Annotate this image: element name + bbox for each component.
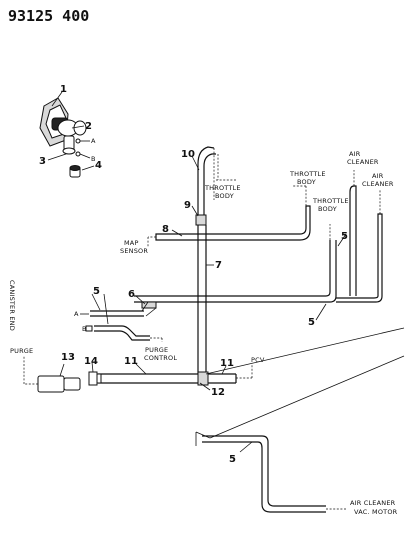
label-air-cleaner-2a: AIR bbox=[372, 172, 384, 180]
label-purge-control-b: CONTROL bbox=[144, 354, 177, 362]
valve-port-b: B bbox=[91, 155, 96, 163]
connector-6 bbox=[141, 301, 157, 309]
callout-4: 4 bbox=[95, 160, 102, 171]
hose-7 bbox=[197, 225, 207, 374]
label-throttle-body-2a: THROTTLE bbox=[289, 170, 326, 178]
label-map-sensor-a: MAP bbox=[124, 239, 139, 247]
callout-13: 13 bbox=[61, 352, 75, 363]
leader-1 bbox=[51, 91, 63, 107]
hose-5-vac-motor bbox=[202, 435, 326, 513]
callout-8: 8 bbox=[162, 224, 169, 235]
callout-5-pair: 5 bbox=[93, 286, 100, 297]
callout-5-throttle: 5 bbox=[341, 231, 348, 242]
callout-11-right: 11 bbox=[220, 358, 234, 369]
vacuum-valve-assembly bbox=[39, 97, 87, 178]
line-port-b: B bbox=[82, 325, 87, 333]
callout-12: 12 bbox=[211, 387, 225, 398]
leader-2 bbox=[71, 125, 85, 129]
label-pcv: PCV bbox=[251, 356, 265, 364]
callout-1: 1 bbox=[60, 84, 67, 95]
callout-3: 3 bbox=[39, 156, 46, 167]
hose-11 bbox=[98, 373, 237, 384]
label-air-cleaner-vac-motor-b: VAC. MOTOR bbox=[354, 508, 398, 516]
callout-10: 10 bbox=[181, 149, 195, 160]
callout-5-main: 5 bbox=[308, 317, 315, 328]
hose-5-air-cleaner-2 bbox=[336, 213, 383, 303]
label-purge-control-a: PURGE bbox=[145, 346, 168, 354]
label-map-sensor-b: SENSOR bbox=[120, 247, 148, 255]
label-throttle-body-2b: BODY bbox=[297, 178, 316, 186]
connector-9 bbox=[195, 214, 207, 226]
callout-11-left: 11 bbox=[124, 356, 138, 367]
label-air-cleaner-1b: CLEANER bbox=[347, 158, 379, 166]
label-air-cleaner-vac-motor-a: AIR CLEANER bbox=[350, 499, 396, 507]
callout-2: 2 bbox=[85, 121, 92, 132]
label-air-cleaner-2b: CLEANER bbox=[362, 180, 394, 188]
label-canister-end: CANISTER END bbox=[8, 280, 16, 331]
hose-8 bbox=[155, 205, 311, 241]
hose-5-line-b bbox=[85, 325, 150, 341]
hose-5-air-cleaner-1 bbox=[349, 185, 357, 296]
label-throttle-body-1a: THROTTLE bbox=[204, 184, 241, 192]
callout-14: 14 bbox=[84, 356, 98, 367]
callout-5-detail: 5 bbox=[229, 454, 236, 465]
hose-5-throttle bbox=[134, 240, 337, 303]
label-purge: PURGE bbox=[10, 347, 33, 355]
line-port-a: A bbox=[74, 310, 79, 318]
hose-5-line-a bbox=[90, 301, 157, 317]
connector-14 bbox=[88, 371, 98, 386]
label-air-cleaner-1a: AIR bbox=[349, 150, 361, 158]
label-throttle-body-1b: BODY bbox=[215, 192, 234, 200]
callout-9: 9 bbox=[184, 200, 191, 211]
diagram-code: 93125 400 bbox=[8, 7, 89, 25]
hose-13 bbox=[37, 375, 81, 393]
label-throttle-body-3a: THROTTLE bbox=[312, 197, 349, 205]
callout-6: 6 bbox=[128, 289, 135, 300]
detail-frame bbox=[195, 327, 405, 446]
valve-port-a: A bbox=[91, 137, 96, 145]
hose-10 bbox=[197, 146, 236, 224]
label-throttle-body-3b: BODY bbox=[318, 205, 337, 213]
callout-7: 7 bbox=[215, 260, 222, 271]
